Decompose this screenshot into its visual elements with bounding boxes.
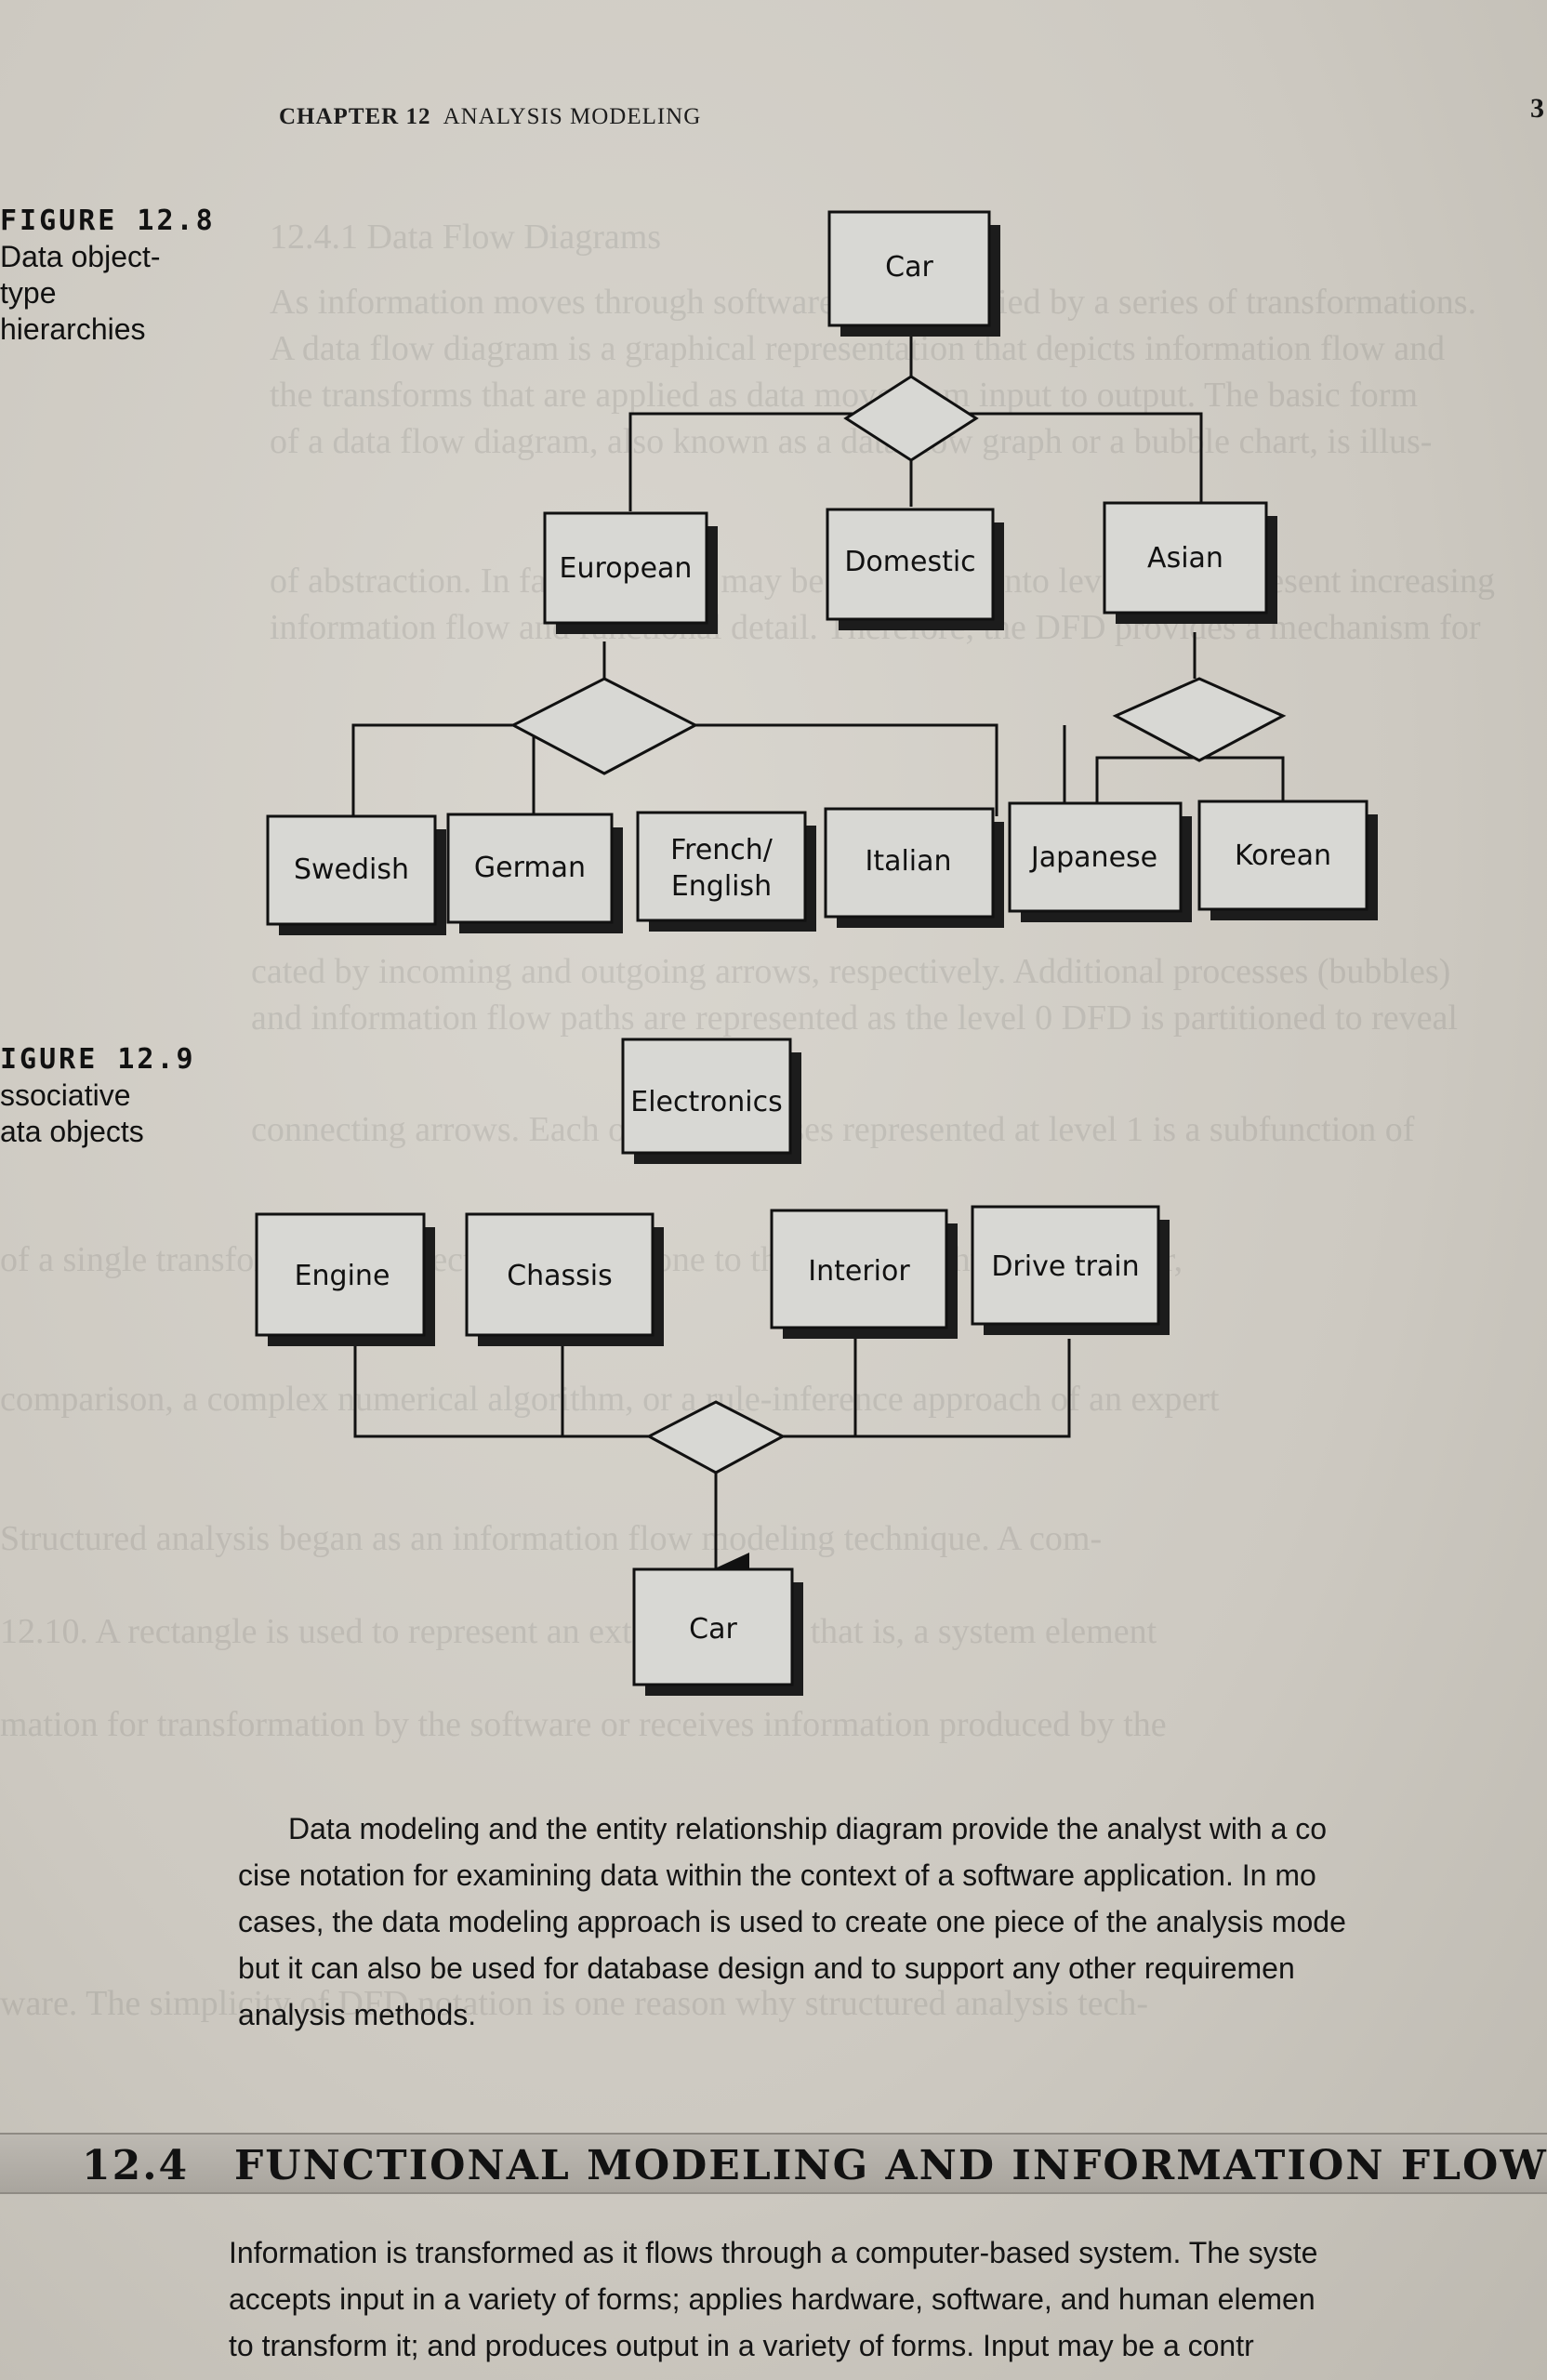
entity-box-italian: Italian (824, 807, 1004, 928)
entity-box-swedish: Swedish (266, 814, 446, 935)
caption-line: ata objects (0, 1115, 144, 1148)
relationship-diamond (509, 677, 699, 775)
relationship-diamond (843, 375, 979, 462)
text-line: to transform it; and produces output in … (229, 2329, 1254, 2362)
caption-line: hierarchies (0, 312, 146, 346)
entity-box-interior: Interior (770, 1209, 958, 1339)
entity-box-chassis: Chassis (465, 1212, 664, 1346)
caption-line: Data object- (0, 240, 161, 273)
entity-box-korean: Korean (1197, 800, 1378, 920)
running-head: CHAPTER 12 ANALYSIS MODELING (279, 104, 701, 130)
section-heading: 12.4 FUNCTIONAL MODELING AND INFORMATION… (0, 2133, 1547, 2194)
entity-label: English (671, 870, 772, 903)
entity-label: Car (689, 1613, 737, 1646)
caption-line: ssociative (0, 1078, 131, 1112)
entity-box-domestic: Domestic (826, 508, 1004, 630)
entity-box-electronics: Electronics (621, 1038, 801, 1164)
entity-label: Engine (295, 1260, 390, 1292)
figure-12-9-caption: IGURE 12.9 ssociative ata objects (0, 1041, 196, 1150)
diagrams: Car European Domestic Asian (255, 210, 1378, 1696)
chapter-title: ANALYSIS MODELING (443, 104, 702, 129)
entity-box-car: Car (827, 210, 1000, 337)
entity-label: Electronics (630, 1086, 783, 1118)
relationship-diamond (1112, 677, 1287, 762)
relationship-diamond (645, 1400, 787, 1474)
entity-box-japanese: Japanese (1008, 801, 1192, 922)
entity-label: Asian (1147, 542, 1223, 575)
entity-box-drive-train: Drive train (971, 1205, 1170, 1335)
entity-label: German (474, 852, 586, 884)
entity-label: French/ (670, 834, 774, 866)
entity-box-european: European (543, 511, 718, 634)
entity-box-asian: Asian (1103, 501, 1277, 624)
figure-number: FIGURE 12.8 (0, 205, 216, 237)
figure-12-9-boxes: Electronics Engine Chassis Interior (255, 1038, 1170, 1696)
figure-12-9-diagram (353, 1339, 1071, 1586)
chapter-number: CHAPTER 12 (279, 104, 431, 129)
text-line: cases, the data modeling approach is use… (238, 1905, 1346, 1938)
text-line: accepts input in a variety of forms; app… (229, 2282, 1316, 2316)
text-line: but it can also be used for database des… (238, 1951, 1295, 1985)
bleed-through-text: ware. The simplicity of DFD notation is … (0, 1984, 1149, 2023)
figure-number: IGURE 12.9 (0, 1043, 196, 1076)
entity-label: Domestic (844, 546, 975, 578)
section-title: FUNCTIONAL MODELING AND INFORMATION FLOW (234, 2142, 1547, 2189)
entity-label: Interior (808, 1255, 910, 1288)
entity-box-car: Car (632, 1567, 803, 1696)
entity-label: Japanese (1029, 841, 1157, 874)
figure-12-8-caption: FIGURE 12.8 Data object- type hierarchie… (0, 203, 216, 348)
entity-box-engine: Engine (255, 1212, 435, 1346)
text-line: cise notation for examining data within … (238, 1858, 1316, 1892)
page-number: 3 (1530, 93, 1544, 124)
entity-label: Chassis (507, 1260, 613, 1292)
figure-12-8-boxes: Car European Domestic Asian (266, 210, 1378, 935)
text-line: Data modeling and the entity relationshi… (288, 1812, 1328, 1845)
entity-label: Drive train (991, 1250, 1139, 1283)
entity-label: Korean (1235, 840, 1331, 872)
entity-label: Swedish (294, 853, 409, 886)
entity-label: Italian (865, 845, 951, 878)
text-line: Information is transformed as it flows t… (229, 2236, 1318, 2269)
entity-box-french-english: French/ English (636, 811, 816, 932)
text-line: analysis methods. (238, 1998, 477, 2031)
entity-label: European (560, 552, 693, 585)
entity-label: Car (885, 251, 933, 284)
section-number: 12.4 (82, 2142, 190, 2189)
entity-box-german: German (446, 813, 623, 933)
caption-line: type (0, 276, 57, 310)
